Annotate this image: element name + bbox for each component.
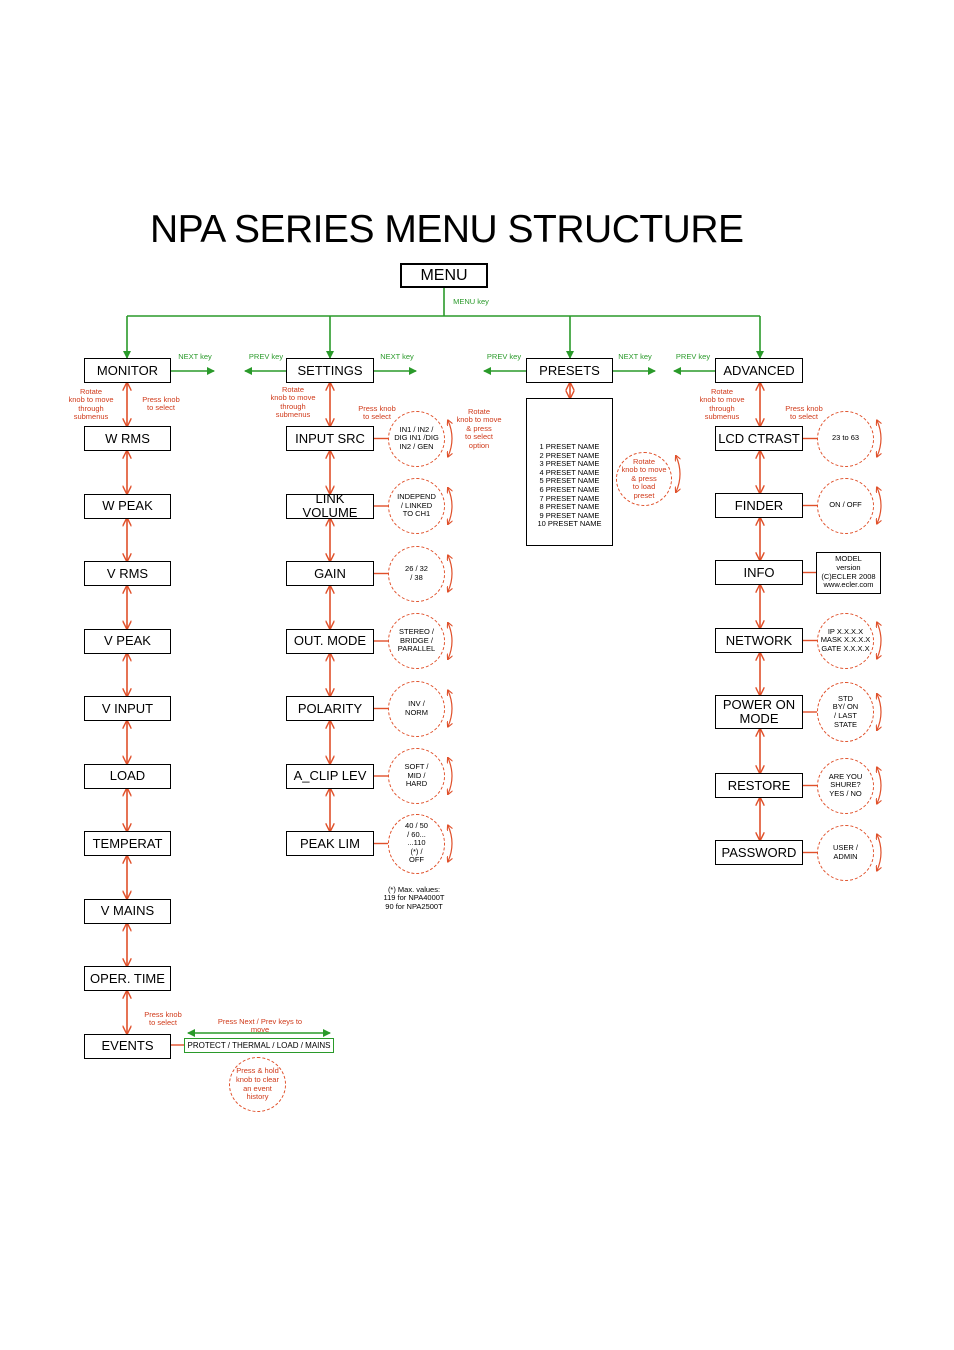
settings-rotate-arrow-5 [448,758,452,794]
advanced-options-lcd-ctrast: 23 to 63 [817,410,874,467]
monitor-item-temperat: TEMPERAT [84,831,171,856]
advanced-item-info: INFO [715,560,803,585]
advanced-prev-note: PREV key [675,352,711,361]
advanced-rotate-arrow-6 [877,835,881,871]
advanced-rotate-arrow-1 [877,488,881,524]
menu-root-box: MENU [400,263,488,288]
presets-box: PRESETS [526,358,613,383]
advanced-rotate-note: Rotate knob to move through submenus [699,387,745,422]
monitor-next-note: NEXT key [178,352,212,361]
info-details-box: MODEL version (C)ECLER 2008 www.ecler.co… [816,551,881,594]
menu-tree-lines [123,288,764,359]
advanced-item-password: PASSWORD [715,840,803,865]
settings-options-out-mode: STEREO / BRIDGE / PARALLEL [388,613,445,669]
advanced-options-network: IP X.X.X.X MASK X.X.X.X GATE X.X.X.X [817,612,874,669]
settings-press-note: Press knob to select [358,404,396,422]
monitor-item-w-peak: W PEAK [84,493,171,519]
events-list-bar: PROTECT / THERMAL / LOAD / MAINS [184,1038,334,1053]
monitor-rotate-note: Rotate knob to move through submenus [68,387,114,422]
advanced-item-finder: FINDER [715,493,803,518]
presets-prev-note: PREV key [486,352,522,361]
advanced-options-restore: ARE YOU SHURE? YES / NO [817,757,874,814]
advanced-rotate-arrow-5 [877,768,881,804]
settings-item-out-mode: OUT. MODE [286,628,374,654]
events-clear-bubble: Press & hold knob to clear an event hist… [229,1057,286,1112]
settings-options-a-clip-lev: SOFT / MID / HARD [388,748,445,804]
advanced-item-restore: RESTORE [715,773,803,798]
advanced-options-power-on-mode: STD BY/ ON / LAST STATE [817,682,874,742]
settings-options-link-volume: INDEPEND / LINKED TO CH1 [388,478,445,534]
settings-box: SETTINGS [286,358,374,383]
advanced-rotate-arrow-0 [877,421,881,457]
next-prev-arrows [171,367,715,1037]
monitor-press-note: Press knob to select [142,395,180,413]
settings-next-note: NEXT key [380,352,414,361]
menu-key-note: MENU key [453,297,489,306]
settings-rotate-arrow-1 [448,488,452,524]
monitor-item-v-input: V INPUT [84,696,171,721]
settings-options-peak-lim: 40 / 50 / 60... ...110 (*) / OFF [388,813,445,874]
settings-item-input-src: INPUT SRC [286,426,374,451]
peak-lim-footnote: (*) Max. values: 119 for NPA4000T 90 for… [383,885,445,911]
monitor-item-oper-time: OPER. TIME [84,966,171,991]
settings-prev-note: PREV key [248,352,284,361]
submenu-chain-arrows [127,383,760,1034]
monitor-item-load: LOAD [84,763,171,789]
settings-rotate-arrow-6 [448,826,452,862]
settings-item-gain: GAIN [286,561,374,586]
settings-rotate-arrow-3 [448,623,452,659]
settings-item-a-clip-lev: A_CLIP LEV [286,763,374,789]
rotate-arrows [448,421,881,871]
settings-option-note: Rotate knob to move & press to select op… [456,407,502,450]
settings-rotate-note: Rotate knob to move through submenus [270,385,316,420]
monitor-item-v-peak: V PEAK [84,628,171,654]
settings-item-peak-lim: PEAK LIM [286,831,374,856]
settings-rotate-arrow-4 [448,691,452,727]
monitor-item-v-rms: V RMS [84,561,171,586]
monitor-box: MONITOR [84,358,171,383]
presets-load-bubble: Rotate knob to move & press to load pres… [616,452,672,506]
advanced-item-lcd-ctrast: LCD CTRAST [715,426,803,451]
settings-item-polarity: POLARITY [286,696,374,721]
advanced-rotate-arrow-3 [877,623,881,659]
events-nav-note: Press Next / Prev keys to move [217,1017,303,1035]
advanced-options-password: USER / ADMIN [817,824,874,881]
settings-options-gain: 26 / 32 / 38 [388,545,445,602]
page-title: NPA SERIES MENU STRUCTURE [150,208,744,251]
advanced-box: ADVANCED [715,358,803,383]
advanced-rotate-arrow-4 [877,694,881,730]
presets-next-note: NEXT key [618,352,652,361]
settings-options-polarity: INV / NORM [388,680,445,737]
advanced-options-finder: ON / OFF [817,477,874,534]
settings-rotate-arrow-0 [448,421,452,457]
monitor-item-v-mains: V MAINS [84,898,171,924]
advanced-item-network: NETWORK [715,628,803,653]
settings-rotate-arrow-2 [448,556,452,592]
option-select-arrows [171,437,817,1046]
monitor-item-w-rms: W RMS [84,426,171,451]
advanced-press-note: Press knob to select [785,404,823,422]
settings-item-link-volume: LINK VOLUME [286,492,374,520]
advanced-item-power-on-mode: POWER ON MODE [715,695,803,729]
presets-rotate-arrow [676,456,680,492]
events-press-note: Press knob to select [144,1010,182,1028]
monitor-item-events: EVENTS [84,1033,171,1059]
settings-options-input-src: IN1 / IN2 / DIG IN1 /DIG IN2 / GEN [388,410,445,467]
preset-list-box: 1 PRESET NAME 2 PRESET NAME 3 PRESET NAM… [526,398,613,546]
